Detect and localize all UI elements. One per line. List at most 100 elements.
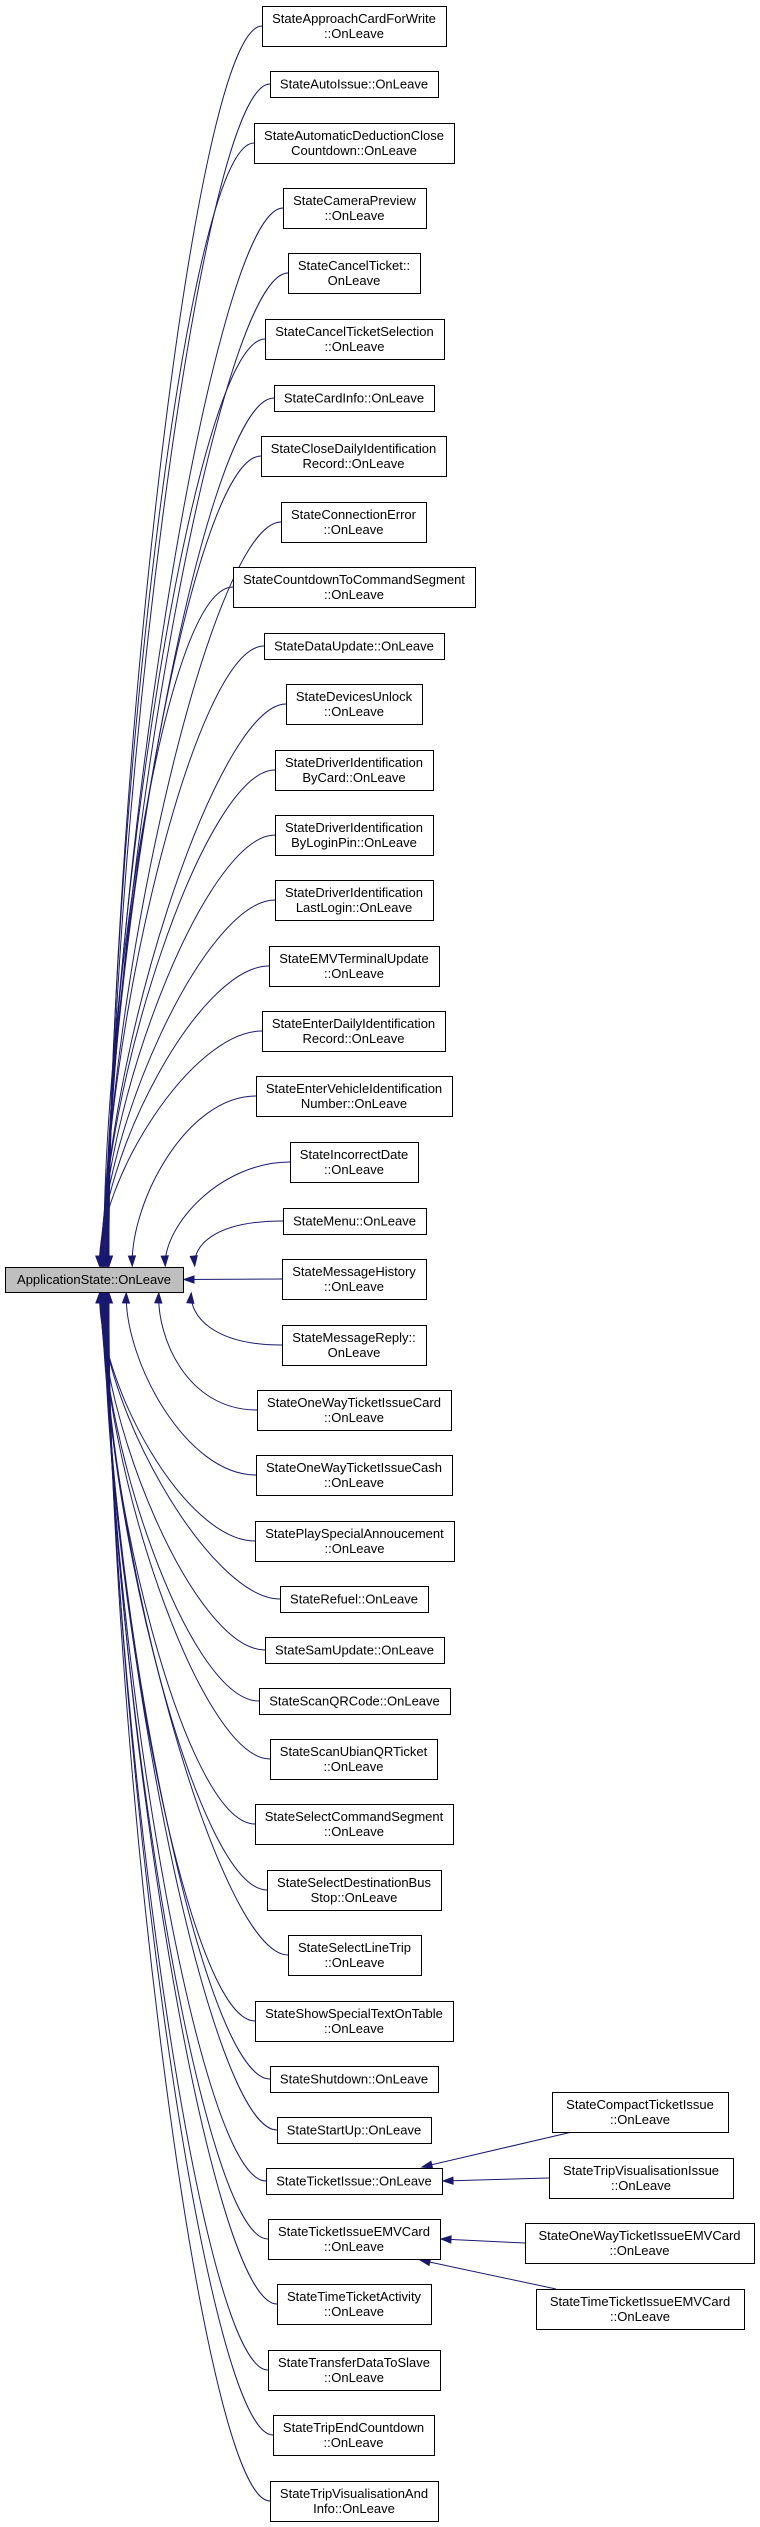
graph-node-state-time-ticket-activity[interactable]: StateTimeTicketActivity::OnLeave bbox=[277, 2284, 432, 2325]
node-box bbox=[265, 319, 445, 360]
graph-node-state-close-daily-identification-record[interactable]: StateCloseDailyIdentificationRecord::OnL… bbox=[261, 436, 447, 477]
graph-node-state-time-ticket-issue-emvcard[interactable]: StateTimeTicketIssueEMVCard::OnLeave bbox=[536, 2289, 745, 2330]
node-box bbox=[290, 1142, 419, 1183]
call-edge bbox=[100, 1292, 260, 1702]
node-label-line: ::OnLeave bbox=[324, 2370, 384, 2385]
graph-node-state-enter-vehicle-identification-number[interactable]: StateEnterVehicleIdentificationNumber::O… bbox=[256, 1076, 453, 1117]
graph-node-state-start-up[interactable]: StateStartUp::OnLeave bbox=[277, 2117, 432, 2144]
graph-node-state-card-info[interactable]: StateCardInfo::OnLeave bbox=[274, 385, 435, 412]
node-box bbox=[283, 188, 427, 229]
graph-node-state-transfer-data-to-slave[interactable]: StateTransferDataToSlave::OnLeave bbox=[268, 2350, 441, 2391]
node-box bbox=[281, 502, 427, 543]
node-box bbox=[268, 2219, 441, 2260]
graph-node-state-data-update[interactable]: StateDataUpdate::OnLeave bbox=[264, 633, 445, 660]
call-edge bbox=[105, 338, 266, 1267]
call-edge bbox=[183, 1278, 283, 1280]
graph-node-state-compact-ticket-issue[interactable]: StateCompactTicketIssue::OnLeave bbox=[552, 2092, 729, 2133]
graph-node-state-message-history[interactable]: StateMessageHistory::OnLeave bbox=[282, 1259, 427, 1300]
call-edge bbox=[108, 1292, 271, 2502]
graph-node-state-one-way-ticket-issue-card[interactable]: StateOneWayTicketIssueCard::OnLeave bbox=[257, 1390, 452, 1431]
graph-node-state-message-reply[interactable]: StateMessageReply::OnLeave bbox=[282, 1325, 427, 1366]
node-box bbox=[525, 2223, 755, 2264]
node-label-line: StateDevicesUnlock bbox=[296, 689, 413, 704]
node-box bbox=[254, 123, 455, 164]
graph-node-state-enter-daily-identification-record[interactable]: StateEnterDailyIdentificationRecord::OnL… bbox=[262, 1011, 446, 1052]
node-box bbox=[270, 71, 439, 98]
graph-node-state-ticket-issue-emvcard[interactable]: StateTicketIssueEMVCard::OnLeave bbox=[268, 2219, 441, 2260]
node-box bbox=[536, 2289, 745, 2330]
node-label-line: ByLoginPin::OnLeave bbox=[291, 835, 417, 850]
graph-node-state-scan-qrcode[interactable]: StateScanQRCode::OnLeave bbox=[259, 1688, 451, 1715]
graph-node-state-driver-identification-by-login-pin[interactable]: StateDriverIdentificationByLoginPin::OnL… bbox=[275, 815, 434, 856]
graph-node-state-connection-error[interactable]: StateConnectionError::OnLeave bbox=[281, 502, 427, 543]
arrowhead-icon bbox=[182, 1275, 195, 1284]
node-label-line: StatePlaySpecialAnnoucement bbox=[265, 1526, 444, 1541]
graph-node-state-emvterminal-update[interactable]: StateEMVTerminalUpdate::OnLeave bbox=[269, 946, 440, 987]
node-label-line: StateCameraPreview bbox=[293, 193, 416, 208]
node-label-line: ::OnLeave bbox=[324, 1475, 384, 1490]
graph-node-state-driver-identification-last-login[interactable]: StateDriverIdentificationLastLogin::OnLe… bbox=[275, 880, 434, 921]
root-node[interactable]: ApplicationState::OnLeave bbox=[5, 1267, 184, 1293]
graph-node-state-select-line-trip[interactable]: StateSelectLineTrip::OnLeave bbox=[288, 1935, 422, 1976]
node-label-line: StateTicketIssueEMVCard bbox=[278, 2224, 430, 2239]
graph-node-state-show-special-text-on-table[interactable]: StateShowSpecialTextOnTable::OnLeave bbox=[255, 2001, 454, 2042]
graph-node-state-shutdown[interactable]: StateShutdown::OnLeave bbox=[270, 2066, 439, 2093]
graph-node-state-trip-end-countdown[interactable]: StateTripEndCountdown::OnLeave bbox=[273, 2415, 435, 2456]
graph-node-state-countdown-to-command-segment[interactable]: StateCountdownToCommandSegment::OnLeave bbox=[233, 567, 476, 608]
node-box bbox=[233, 567, 476, 608]
graph-node-state-scan-ubian-qrticket[interactable]: StateScanUbianQRTicket::OnLeave bbox=[270, 1739, 438, 1780]
arrowhead-icon bbox=[95, 1255, 104, 1268]
arrowhead-icon bbox=[189, 1255, 198, 1268]
graph-node-state-incorrect-date[interactable]: StateIncorrectDate::OnLeave bbox=[290, 1142, 419, 1183]
graph-node-state-auto-issue[interactable]: StateAutoIssue::OnLeave bbox=[270, 71, 439, 98]
graph-node-state-cancel-ticket-selection[interactable]: StateCancelTicketSelection::OnLeave bbox=[265, 319, 445, 360]
graph-node-state-sam-update[interactable]: StateSamUpdate::OnLeave bbox=[265, 1637, 445, 1664]
graph-node-state-select-command-segment[interactable]: StateSelectCommandSegment::OnLeave bbox=[255, 1804, 454, 1845]
node-box bbox=[262, 6, 447, 47]
node-label-line: StateSelectLineTrip bbox=[298, 1940, 411, 1955]
graph-node-state-cancel-ticket[interactable]: StateCancelTicket::OnLeave bbox=[288, 253, 421, 294]
node-label-line: ::OnLeave bbox=[610, 2243, 670, 2258]
graph-node-state-camera-preview[interactable]: StateCameraPreview::OnLeave bbox=[283, 188, 427, 229]
node-label-line: StateTripVisualisationAnd bbox=[280, 2486, 428, 2501]
arrowhead-icon bbox=[186, 1291, 195, 1304]
call-edge bbox=[108, 83, 271, 1267]
graph-node-state-refuel[interactable]: StateRefuel::OnLeave bbox=[280, 1586, 429, 1613]
graph-node-state-one-way-ticket-issue-cash[interactable]: StateOneWayTicketIssueCash::OnLeave bbox=[256, 1455, 453, 1496]
node-label-line: StateSelectCommandSegment bbox=[265, 1809, 444, 1824]
graph-node-state-one-way-ticket-issue-emvcard[interactable]: StateOneWayTicketIssueEMVCard::OnLeave bbox=[525, 2223, 755, 2264]
node-label-line: ::OnLeave bbox=[325, 208, 385, 223]
node-label-line: ::OnLeave bbox=[324, 2304, 384, 2319]
call-edge bbox=[194, 1220, 284, 1267]
node-label-line: Record::OnLeave bbox=[303, 1031, 405, 1046]
node-label-line: StateCancelTicket:: bbox=[298, 258, 410, 273]
graph-node-state-menu[interactable]: StateMenu::OnLeave bbox=[283, 1208, 427, 1235]
node-label-line: StateScanUbianQRTicket bbox=[280, 1744, 428, 1759]
graph-node-state-approach-card-for-write[interactable]: StateApproachCardForWrite::OnLeave bbox=[262, 6, 447, 47]
node-label-line: OnLeave bbox=[328, 273, 381, 288]
call-edge bbox=[103, 586, 234, 1267]
node-box bbox=[552, 2092, 729, 2133]
call-edge bbox=[190, 1292, 283, 1346]
node-label-line: Countdown::OnLeave bbox=[291, 143, 417, 158]
node-box bbox=[277, 2117, 432, 2144]
graph-node-state-ticket-issue[interactable]: StateTicketIssue::OnLeave bbox=[266, 2168, 443, 2195]
graph-node-state-automatic-deduction-close-countdown[interactable]: StateAutomaticDeductionCloseCountdown::O… bbox=[254, 123, 455, 164]
call-edge bbox=[99, 1292, 281, 1600]
graph-node-state-play-special-annoucement[interactable]: StatePlaySpecialAnnoucement::OnLeave bbox=[255, 1521, 455, 1562]
node-label-line: StateRefuel::OnLeave bbox=[290, 1592, 418, 1607]
graph-node-state-devices-unlock[interactable]: StateDevicesUnlock::OnLeave bbox=[286, 684, 423, 725]
call-edge bbox=[131, 1095, 257, 1267]
call-edge bbox=[164, 1161, 291, 1267]
graph-node-state-trip-visualisation-issue[interactable]: StateTripVisualisationIssue::OnLeave bbox=[549, 2158, 734, 2199]
node-box bbox=[262, 1011, 446, 1052]
node-box bbox=[257, 1390, 452, 1431]
node-label-line: StateDriverIdentification bbox=[285, 755, 423, 770]
node-label-line: StateDriverIdentification bbox=[285, 885, 423, 900]
arrowhead-icon bbox=[441, 2176, 454, 2185]
node-label-line: ::OnLeave bbox=[324, 1162, 384, 1177]
